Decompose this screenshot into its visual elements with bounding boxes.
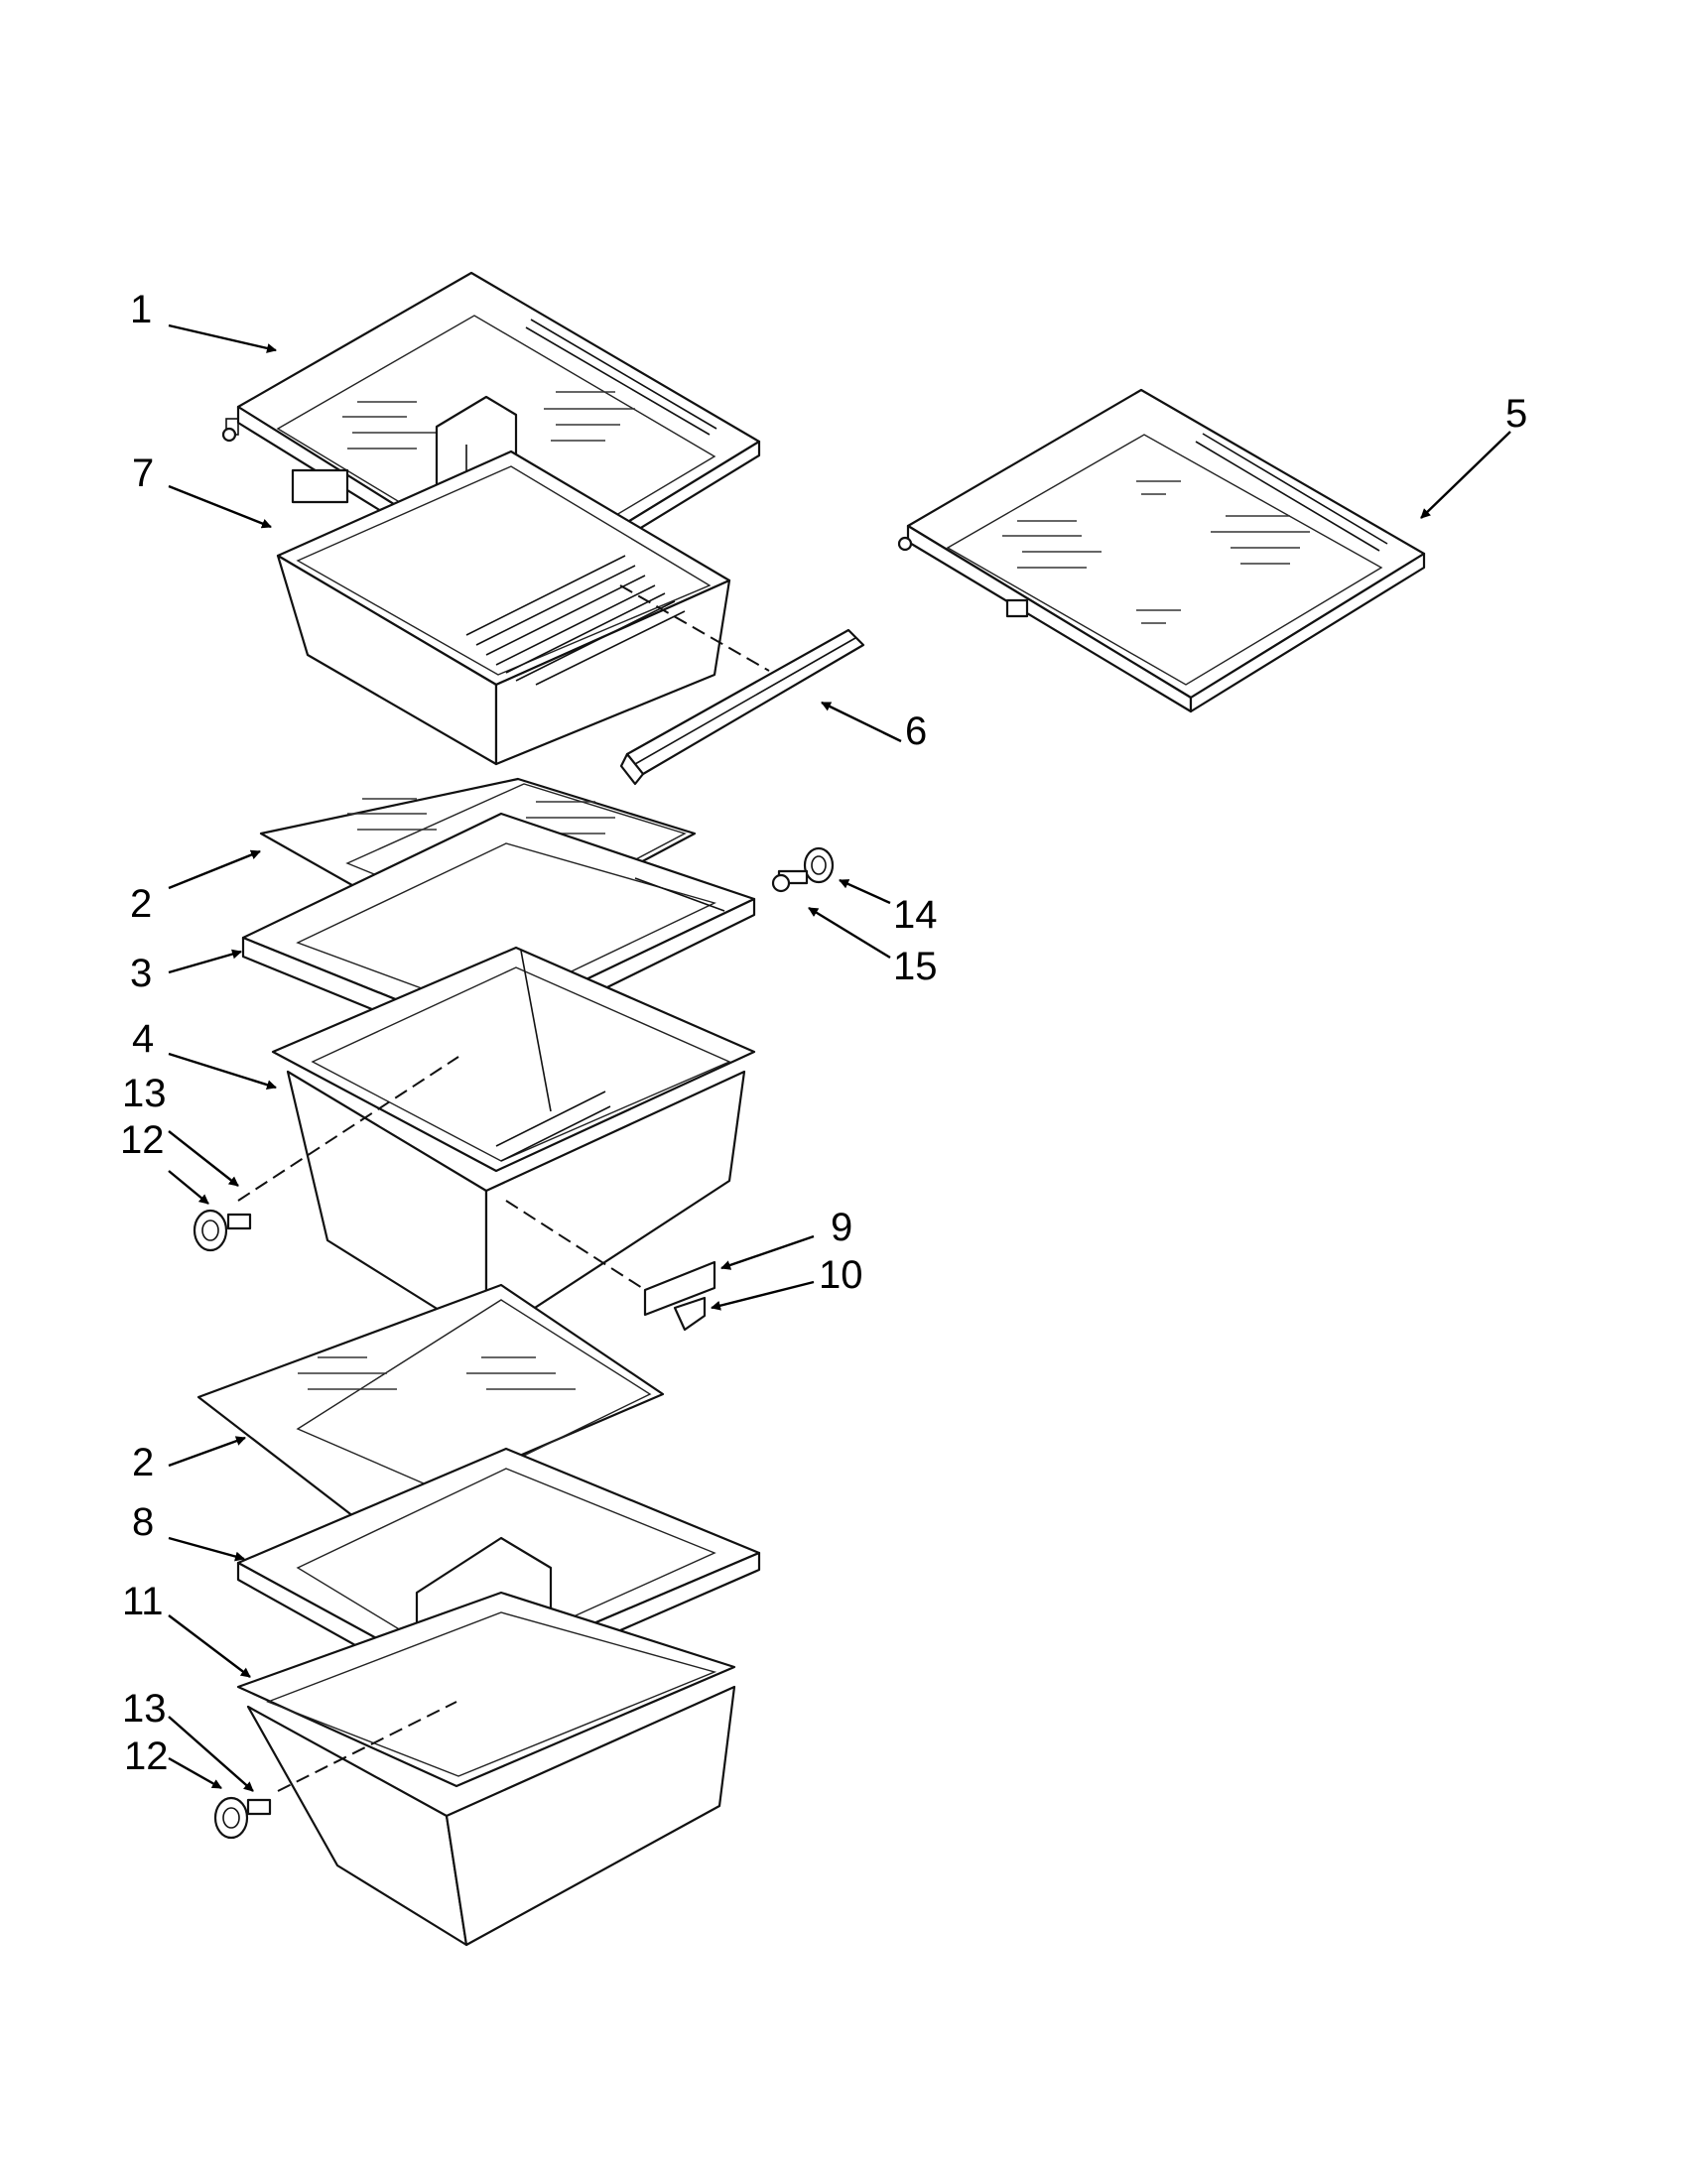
callout-15: 15 — [893, 945, 938, 988]
part-2-glass-lower — [196, 1283, 665, 1525]
callout-10: 10 — [819, 1253, 863, 1297]
callout-8: 8 — [132, 1500, 154, 1544]
callout-2-lower: 2 — [132, 1441, 154, 1484]
part-13-axle-upper — [226, 1213, 252, 1230]
leader-lines — [168, 323, 1511, 1792]
callout-2-upper: 2 — [130, 882, 152, 926]
callout-13-upper: 13 — [122, 1072, 167, 1115]
part-6-trim — [619, 628, 865, 786]
callout-9: 9 — [831, 1206, 852, 1249]
callout-5: 5 — [1505, 392, 1527, 436]
callout-labels: 1 7 5 6 2 3 14 15 4 13 12 9 10 2 8 11 13… — [120, 288, 1527, 1778]
callout-14: 14 — [893, 893, 938, 937]
callout-1: 1 — [130, 288, 152, 331]
part-12-wheel-upper — [193, 1209, 228, 1252]
callout-12-lower: 12 — [124, 1734, 169, 1778]
callout-7: 7 — [132, 451, 154, 495]
part-7-ribs — [465, 555, 686, 686]
part-10-clip — [673, 1296, 707, 1332]
part-9-clip — [643, 1260, 716, 1317]
part-1-shelf — [221, 271, 761, 601]
part-11-drawer — [236, 1591, 736, 1947]
callout-4: 4 — [132, 1017, 154, 1061]
callout-11: 11 — [122, 1580, 164, 1623]
part-12-wheel-lower — [213, 1796, 249, 1840]
callout-13-lower: 13 — [122, 1687, 167, 1731]
part-13-axle-lower — [246, 1798, 272, 1816]
part-7-drawer — [276, 450, 770, 766]
part-1-glass-texture — [342, 391, 635, 450]
part-15-axle — [771, 869, 809, 893]
part-5-shelf — [897, 388, 1426, 713]
part-14-roller — [803, 846, 835, 884]
part-4-drawer — [237, 946, 756, 1342]
callout-6: 6 — [905, 709, 927, 753]
part-5-glass-texture — [1002, 480, 1310, 624]
callout-12-upper: 12 — [120, 1118, 165, 1162]
callout-3: 3 — [130, 952, 152, 995]
